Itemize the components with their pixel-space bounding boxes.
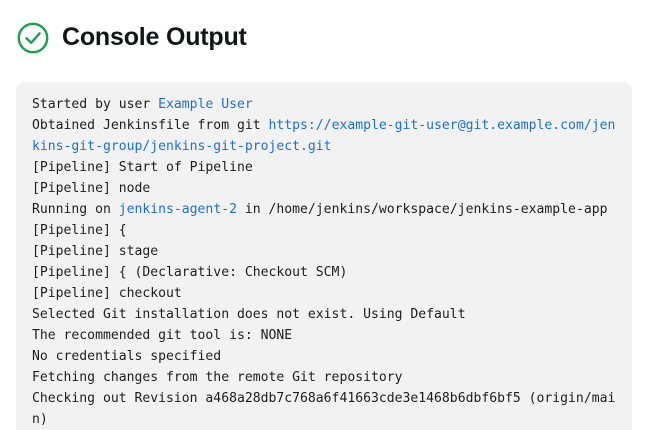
log-text: Started by user — [32, 97, 159, 112]
log-text: Obtained Jenkinsfile from git — [32, 118, 269, 133]
log-text: [Pipeline] { — [32, 223, 127, 238]
log-text: The recommended git tool is: NONE — [32, 328, 293, 343]
log-text: No credentials specified — [32, 349, 222, 364]
log-link[interactable]: https://example-git-user@git.example.com… — [32, 118, 616, 154]
line-checking-out-revision: Checking out Revision a468a28db7c768a6f4… — [32, 388, 618, 430]
log-text: in /home/jenkins/workspace/jenkins-examp… — [236, 202, 608, 217]
log-text: Checking out Revision a468a28db7c768a6f4… — [32, 391, 616, 427]
log-text: Fetching changes from the remote Git rep… — [32, 370, 403, 385]
log-link[interactable]: Example User — [158, 97, 253, 112]
log-text: [Pipeline] node — [32, 181, 151, 196]
line-pipeline-checkout: [Pipeline] checkout — [32, 283, 618, 304]
line-pipeline-open-brace: [Pipeline] { — [32, 220, 618, 241]
page-header: Console Output — [0, 0, 650, 62]
log-text: [Pipeline] stage — [32, 244, 159, 259]
line-recommended-git-tool: The recommended git tool is: NONE — [32, 325, 618, 346]
log-link[interactable]: jenkins-agent-2 — [118, 202, 237, 217]
line-no-credentials: No credentials specified — [32, 346, 618, 367]
line-pipeline-stage: [Pipeline] stage — [32, 241, 618, 262]
line-obtained-jenkinsfile: Obtained Jenkinsfile from git https://ex… — [32, 115, 618, 157]
log-text: [Pipeline] { (Declarative: Checkout SCM) — [32, 265, 348, 280]
check-circle-icon — [17, 22, 49, 54]
log-text: [Pipeline] Start of Pipeline — [32, 160, 253, 175]
line-fetching-changes: Fetching changes from the remote Git rep… — [32, 367, 618, 388]
log-text: Selected Git installation does not exist… — [32, 307, 466, 322]
log-text: Running on — [32, 202, 119, 217]
line-pipeline-declarative-checkout: [Pipeline] { (Declarative: Checkout SCM) — [32, 262, 618, 283]
line-running-on: Running on jenkins-agent-2 in /home/jenk… — [32, 199, 618, 220]
console-output-panel[interactable]: Started by user Example User Obtained Je… — [16, 82, 632, 430]
console-log[interactable]: Started by user Example User Obtained Je… — [32, 94, 618, 430]
line-pipeline-node: [Pipeline] node — [32, 178, 618, 199]
log-text: [Pipeline] checkout — [32, 286, 182, 301]
line-pipeline-start: [Pipeline] Start of Pipeline — [32, 157, 618, 178]
line-selected-git-installation: Selected Git installation does not exist… — [32, 304, 618, 325]
page-title: Console Output — [62, 22, 247, 51]
line-started-by-user: Started by user Example User — [32, 94, 618, 115]
